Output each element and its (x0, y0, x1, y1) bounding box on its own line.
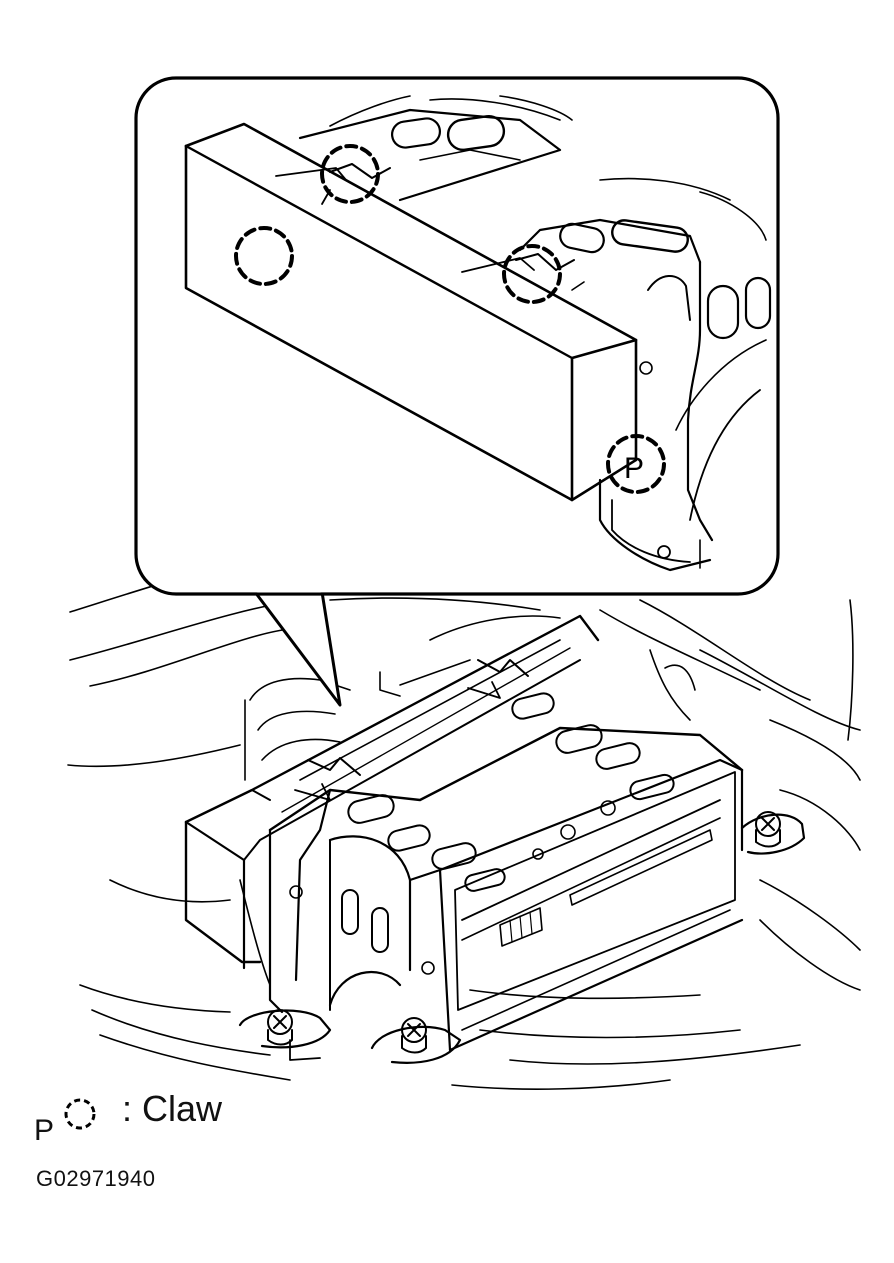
callout-detail (184, 95, 772, 572)
bolt-icon (755, 811, 781, 848)
legend-prefix: P (34, 1114, 55, 1147)
callout-pointer (253, 590, 342, 707)
screw-icon (289, 824, 576, 975)
dashed-circle-icon (64, 1098, 96, 1130)
background-rail (244, 615, 561, 781)
ecu-assembly (184, 614, 806, 1064)
bolt-icon (401, 1017, 427, 1054)
bolt-icon (267, 1009, 293, 1046)
claw-marker-letter: P (624, 452, 644, 485)
callout-bubble (134, 76, 780, 596)
figure-code: G02971940 (36, 1166, 156, 1191)
legend-text: : Claw (122, 1088, 223, 1129)
floor-panel-lines (67, 547, 861, 1090)
claw-marker (234, 144, 666, 494)
